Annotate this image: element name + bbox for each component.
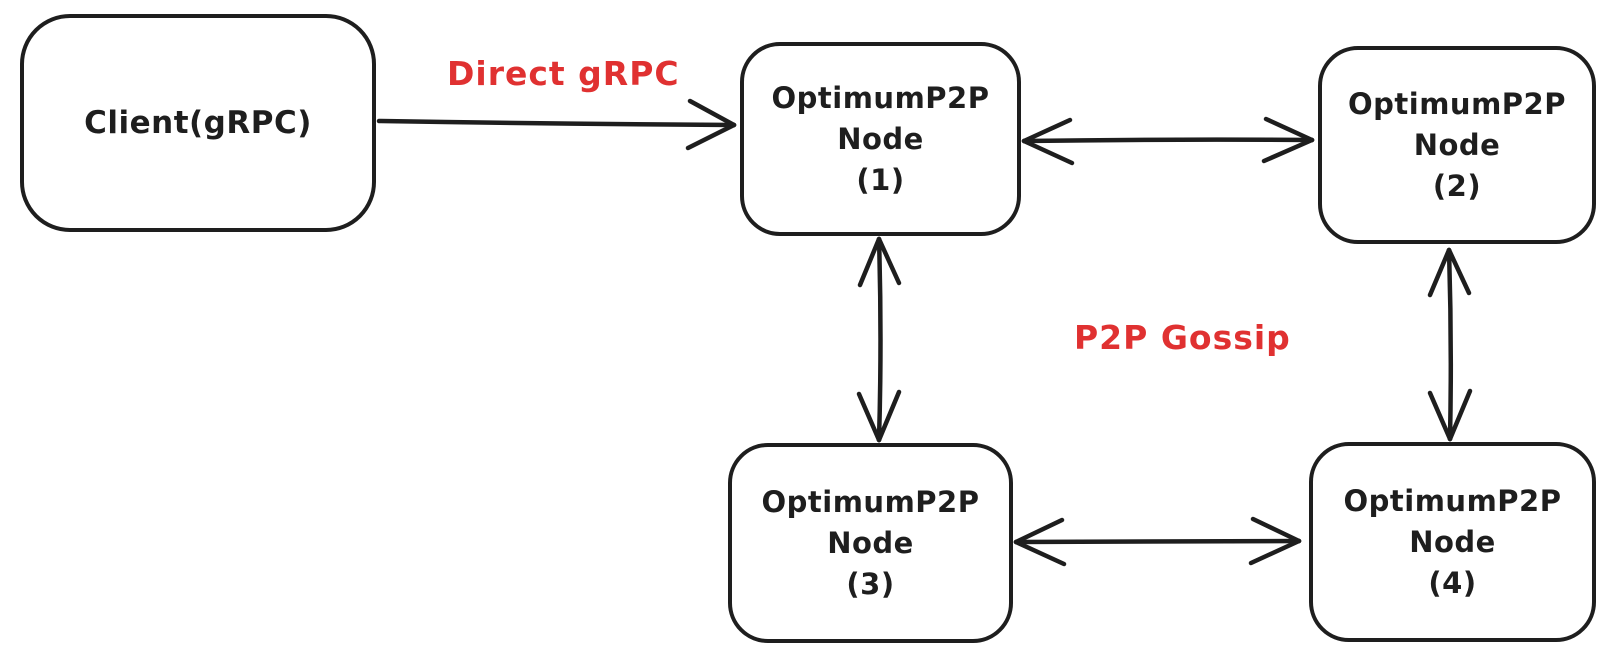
node-title: OptimumP2P — [1343, 483, 1562, 518]
node-title: OptimumP2P — [1348, 86, 1566, 121]
node-title: OptimumP2P — [761, 484, 980, 519]
client-node-box: Client(gRPC) — [20, 14, 376, 232]
edge-client-to-node1-arrow — [376, 98, 737, 151]
p2p-node-box-3: OptimumP2P Node (3) — [728, 443, 1013, 643]
edge-strokes — [376, 98, 1473, 567]
p2p-node-box-4: OptimumP2P Node (4) — [1309, 442, 1596, 642]
p2p-node-box-1: OptimumP2P Node (1) — [740, 42, 1021, 236]
edge-label-direct-grpc: Direct gRPC — [447, 54, 680, 93]
edge-node1-node2-arrow — [1021, 116, 1315, 166]
client-label: Client(gRPC) — [84, 105, 312, 141]
node-subtitle: Node — [1409, 524, 1496, 559]
edge-node1-node3-arrow — [856, 236, 902, 443]
node-index: (4) — [1428, 565, 1477, 600]
node-index: (1) — [856, 162, 905, 197]
p2p-node-box-2: OptimumP2P Node (2) — [1318, 46, 1596, 244]
edge-label-p2p-gossip: P2P Gossip — [1074, 318, 1291, 357]
node-index: (3) — [846, 566, 895, 601]
node-subtitle: Node — [837, 121, 924, 156]
node-title: OptimumP2P — [771, 80, 990, 115]
node-subtitle: Node — [827, 525, 914, 560]
edge-node2-node4-arrow — [1427, 247, 1473, 442]
node-subtitle: Node — [1413, 127, 1501, 162]
edge-node3-node4-arrow — [1013, 516, 1302, 567]
node-index: (2) — [1432, 168, 1482, 203]
